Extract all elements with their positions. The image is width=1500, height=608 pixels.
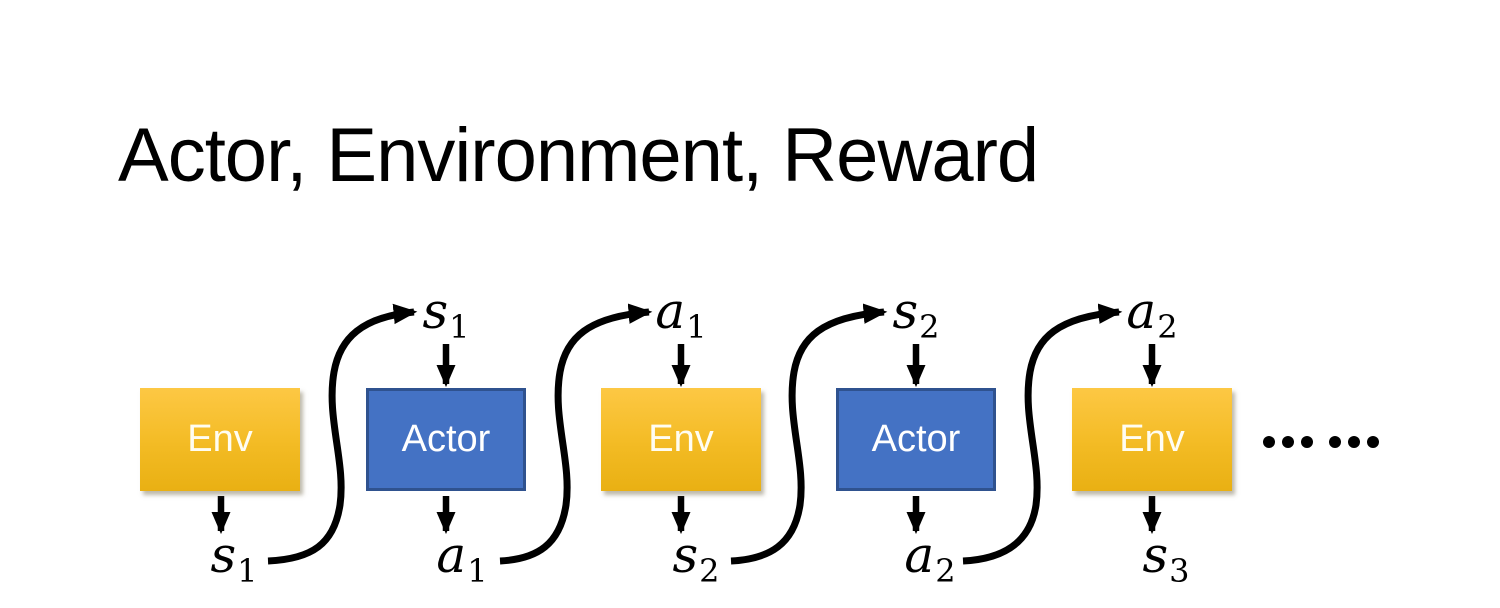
env-box-3-label: Env (1119, 418, 1185, 460)
actor-box-1: Actor (366, 388, 526, 491)
bottom-label-s1: s1 (210, 526, 258, 590)
ellipsis-dot (1301, 436, 1313, 448)
ellipsis-dot (1329, 436, 1341, 448)
ellipsis-dot (1282, 436, 1294, 448)
bottom-label-a2: a2 (904, 526, 956, 590)
top-label-a2: a2 (1126, 282, 1178, 346)
flow-arrow-a1 (499, 303, 653, 565)
ellipsis-dot (1348, 436, 1360, 448)
top-label-s2: s2 (892, 282, 940, 346)
slide-title: Actor, Environment, Reward (118, 113, 1039, 198)
env-box-2-label: Env (648, 418, 714, 460)
bottom-label-s3: s3 (1142, 526, 1190, 590)
top-label-a1: a1 (655, 282, 707, 346)
ellipsis-dots: …… (1263, 436, 1386, 448)
bottom-label-s2: s2 (672, 526, 720, 590)
ellipsis-dot (1263, 436, 1275, 448)
env-box-1: Env (140, 388, 300, 491)
env-box-1-label: Env (187, 418, 253, 460)
top-label-s1: s1 (422, 282, 470, 346)
bottom-label-a1: a1 (436, 526, 488, 590)
flow-arrow-s2 (730, 303, 888, 565)
actor-box-1-label: Actor (401, 418, 491, 460)
env-box-3: Env (1072, 388, 1232, 491)
flow-arrow-a2 (962, 303, 1123, 565)
actor-box-2-label: Actor (871, 418, 961, 460)
env-box-2: Env (601, 388, 761, 491)
flow-arrow-s1 (267, 303, 418, 565)
actor-box-2: Actor (836, 388, 996, 491)
ellipsis-dot (1367, 436, 1379, 448)
